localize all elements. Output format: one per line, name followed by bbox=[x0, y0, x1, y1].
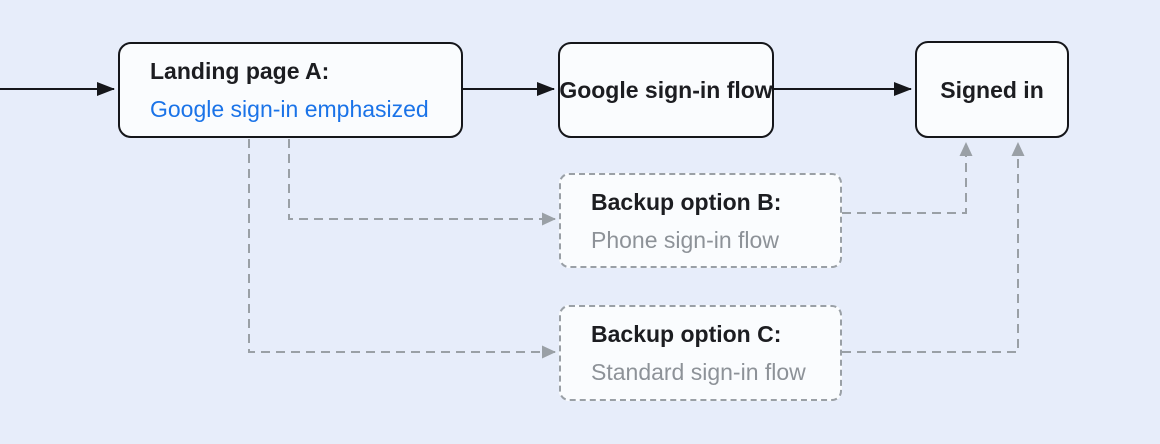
google-sign-in-flow-title: Google sign-in flow bbox=[559, 77, 773, 103]
backup-option-b-subtitle: Phone sign-in flow bbox=[591, 226, 779, 253]
backup-option-c-title: Backup option C: bbox=[591, 321, 782, 347]
edge-backup-c-to-signed-in-arrow bbox=[842, 142, 1025, 353]
landing-page-a-title: Landing page A: bbox=[150, 58, 330, 84]
signed-in-title: Signed in bbox=[940, 76, 1044, 103]
node-google-sign-in-flow: Google sign-in flow bbox=[558, 42, 774, 138]
edge-backup-b-to-signed-in-arrow bbox=[842, 142, 973, 214]
backup-option-b-title: Backup option B: bbox=[591, 188, 782, 215]
node-landing-page-a: Landing page A: Google sign-in emphasize… bbox=[118, 42, 463, 138]
node-backup-option-c: Backup option C: Standard sign-in flow bbox=[559, 305, 842, 401]
node-backup-option-b: Backup option B: Phone sign-in flow bbox=[559, 173, 842, 268]
landing-page-a-subtitle: Google sign-in emphasized bbox=[150, 96, 429, 122]
backup-option-c-subtitle: Standard sign-in flow bbox=[591, 359, 806, 385]
edge-landing-to-backup-c-arrow bbox=[248, 139, 556, 359]
node-signed-in: Signed in bbox=[915, 41, 1069, 138]
edge-landing-to-backup-b-arrow bbox=[288, 139, 556, 226]
